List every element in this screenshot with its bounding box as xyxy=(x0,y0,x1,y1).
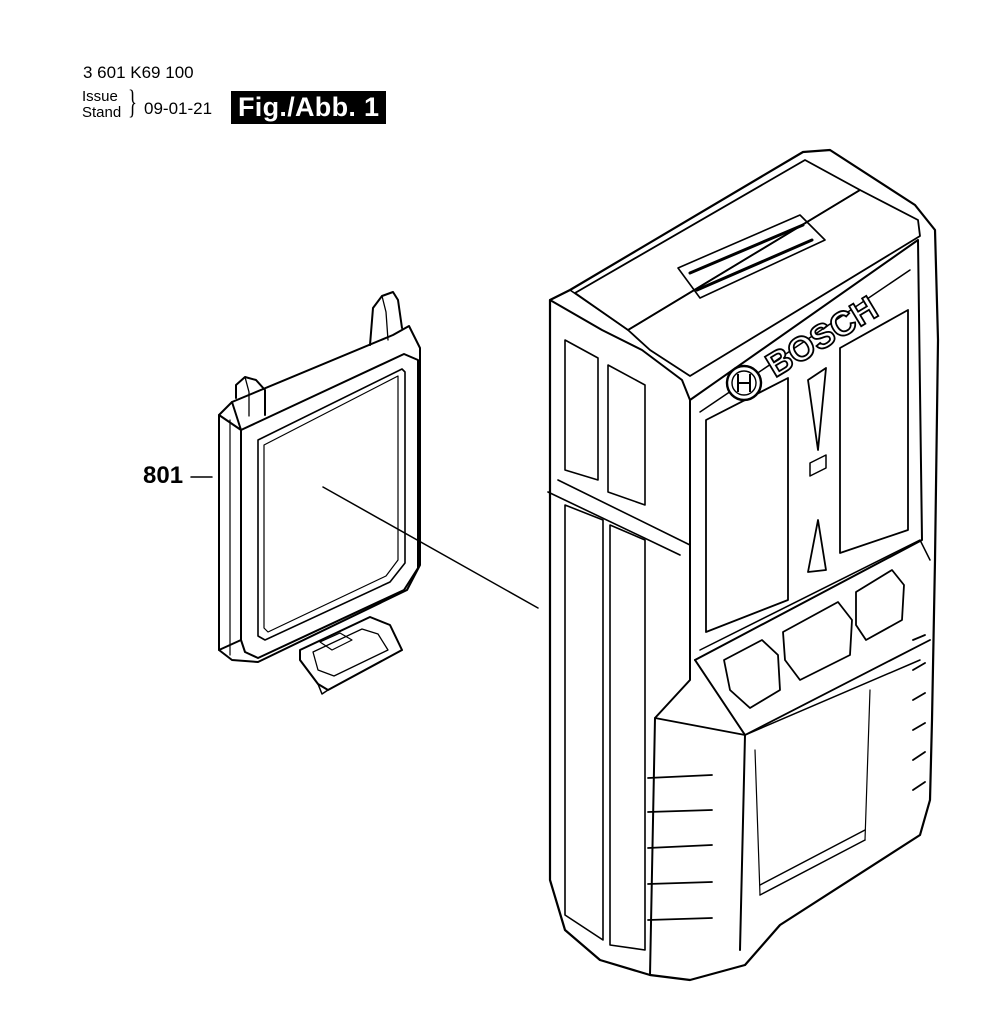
callout-801-number: 801 xyxy=(143,462,184,489)
part-number: 3 601 K69 100 xyxy=(83,63,194,82)
brace-glyph: } xyxy=(128,84,137,121)
stand-label: Stand xyxy=(82,104,122,121)
issue-stand-labels: Issue Stand xyxy=(82,89,121,121)
bracket-part-801 xyxy=(218,291,421,695)
bosch-logo-icon xyxy=(725,364,763,402)
laser-receiver-device xyxy=(547,148,940,982)
leader-line xyxy=(322,486,539,609)
issue-label: Issue xyxy=(82,88,118,105)
figure-label: Fig./Abb. 1 xyxy=(231,91,387,124)
issue-date: 09-01-21 xyxy=(144,99,213,118)
